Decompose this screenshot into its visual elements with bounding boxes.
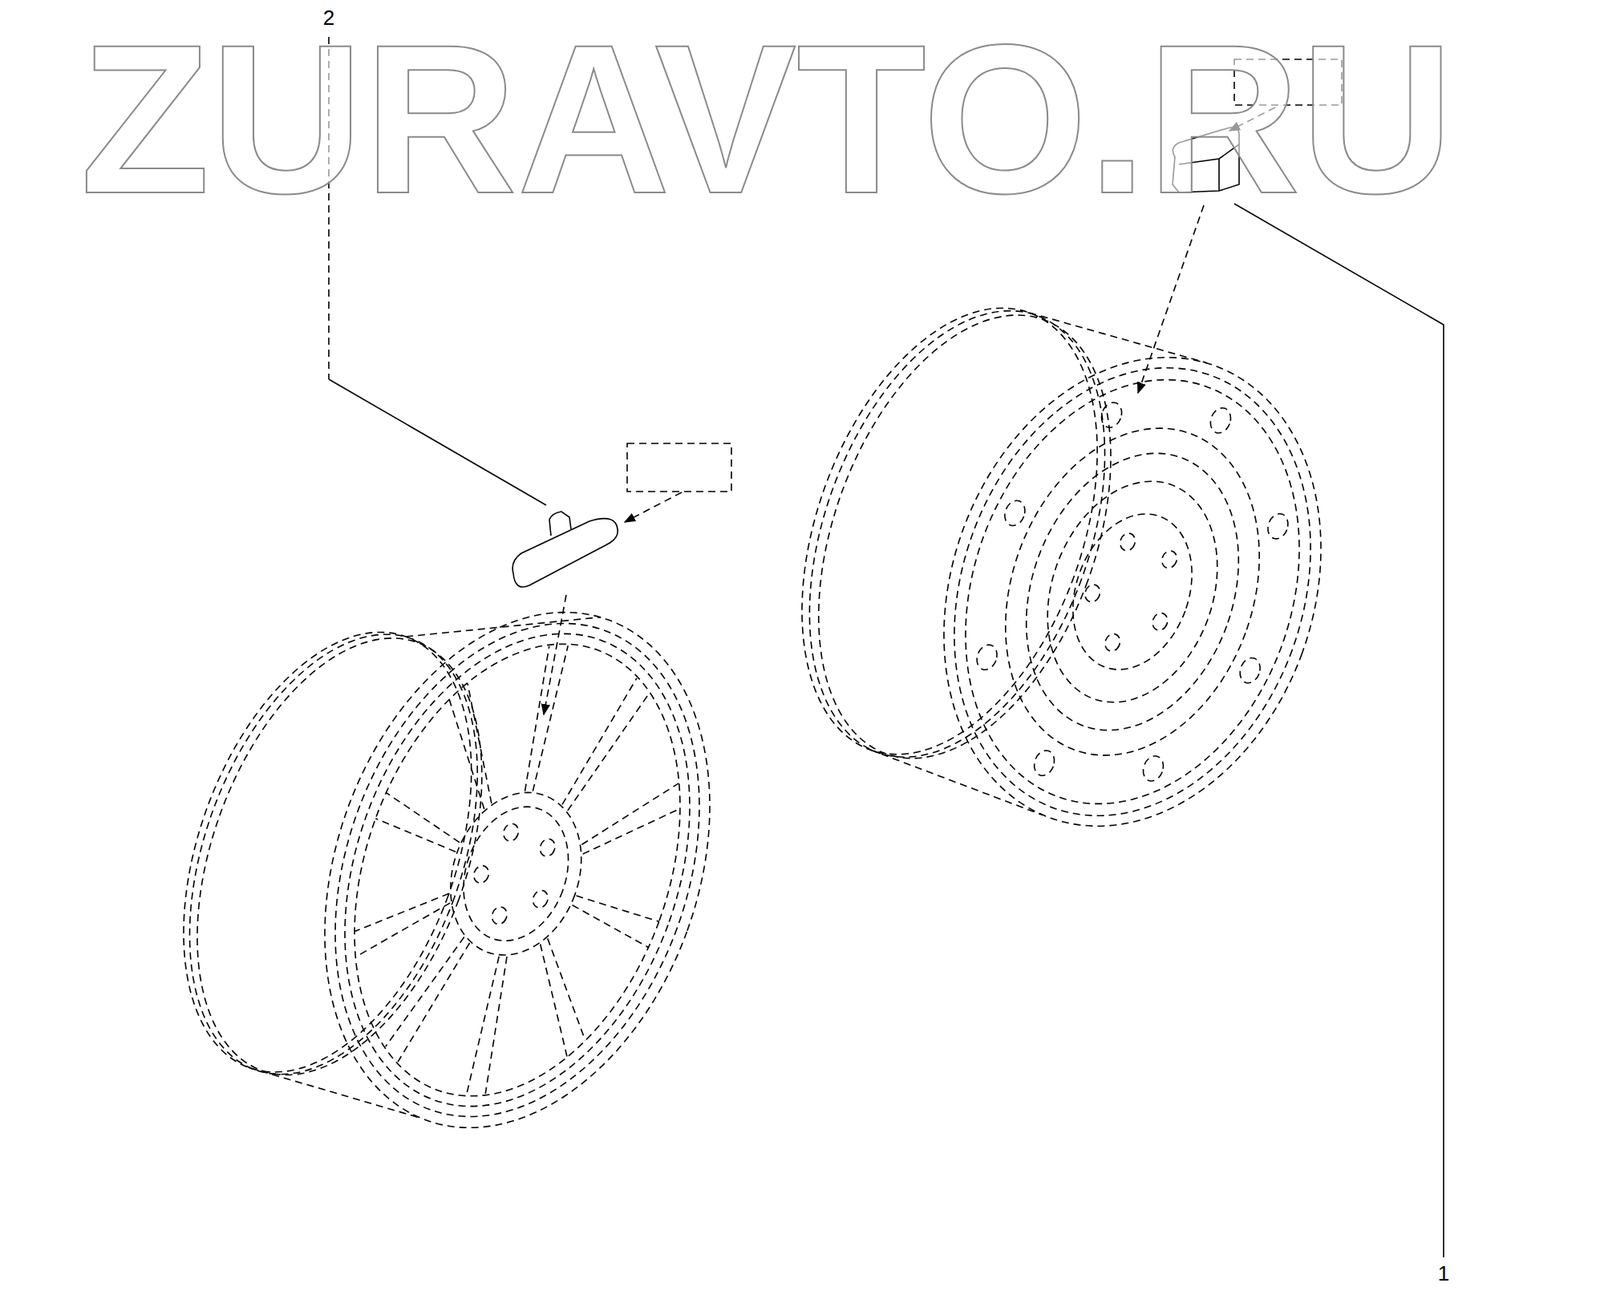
steel-wheel	[1001, 498, 1029, 529]
balance-weights	[512, 518, 618, 588]
alloy-wheel	[283, 585, 753, 1155]
alloy-wheel	[567, 891, 660, 948]
steel-wheel	[1017, 457, 1247, 726]
alloy-wheel	[428, 773, 604, 974]
watermark: ZURAVTO.RU	[80, 12, 1455, 226]
alloy-wheel	[270, 572, 765, 1169]
steel-wheel	[1102, 631, 1123, 654]
leader-lines	[1234, 203, 1444, 1258]
steel-wheel	[1028, 299, 1208, 377]
steel-wheel	[989, 423, 1276, 761]
alloy-wheel	[445, 792, 587, 956]
alloy-wheel	[450, 954, 532, 1102]
alloy-wheel	[249, 1057, 420, 1128]
leader-lines	[328, 379, 547, 506]
steel-wheel	[1150, 611, 1170, 633]
steel-wheel	[869, 749, 1044, 815]
alloy-wheel	[501, 822, 521, 844]
steel-wheel	[1082, 582, 1102, 604]
alloy-wheel	[295, 598, 739, 1142]
steel-wheel	[745, 267, 1154, 796]
reference-boxes	[627, 443, 732, 492]
alloy-wheel	[490, 904, 510, 927]
steel-wheel	[908, 332, 1357, 852]
balance-weights	[549, 511, 572, 536]
alloy-wheel	[418, 680, 528, 812]
steel-wheel	[1139, 753, 1167, 784]
steel-wheel	[973, 642, 1001, 673]
steel-wheel	[1159, 548, 1179, 571]
alloy-wheel	[579, 759, 689, 880]
alloy-wheel	[142, 599, 537, 1114]
steel-wheel	[745, 255, 1385, 880]
alloy-wheel	[537, 837, 557, 859]
alloy-wheel	[256, 558, 778, 1183]
alloy-wheel	[530, 888, 551, 911]
steel-wheel	[762, 275, 1167, 799]
steel-wheel	[1052, 497, 1213, 687]
steel-wheel	[1207, 405, 1234, 436]
callout-number: 2	[321, 6, 337, 29]
alloy-wheel	[471, 863, 491, 886]
alloy-wheel	[507, 936, 614, 1061]
steel-wheel	[1236, 655, 1264, 686]
alloy-wheel	[346, 867, 453, 981]
steel-wheel	[894, 317, 1372, 867]
steel-wheel	[880, 303, 1385, 880]
fitting-arrows	[543, 595, 567, 715]
steel-wheel	[1264, 510, 1292, 542]
steel-wheel	[961, 392, 1304, 791]
steel-wheel	[1030, 747, 1058, 778]
fitting-arrows	[1138, 205, 1204, 393]
callout-number: 1	[1436, 1262, 1451, 1285]
fitting-arrows	[624, 492, 682, 523]
steel-wheel	[1097, 399, 1125, 430]
steel-wheel	[753, 270, 1161, 798]
alloy-wheel	[381, 924, 471, 1072]
alloy-wheel	[405, 556, 601, 697]
alloy-wheel	[560, 668, 653, 823]
alloy-wheel	[374, 792, 468, 852]
alloy-wheel	[128, 513, 778, 1193]
alloy-wheel	[499, 640, 584, 794]
steel-wheel	[1117, 530, 1138, 553]
